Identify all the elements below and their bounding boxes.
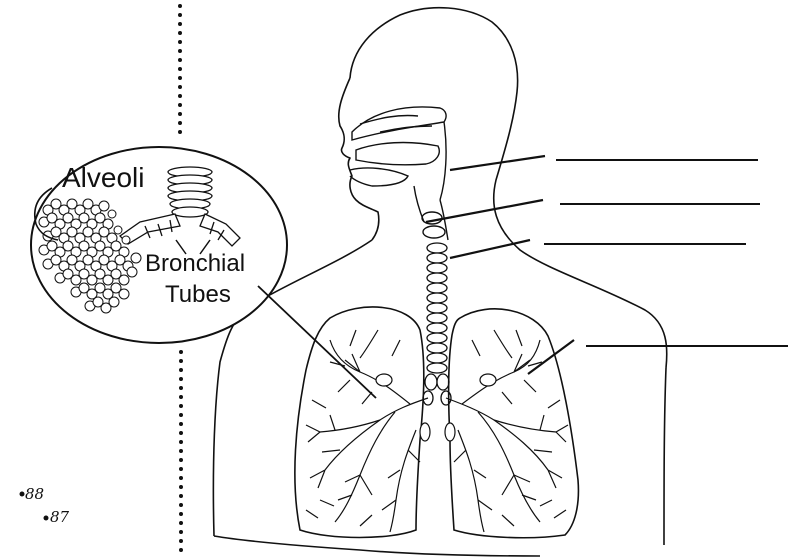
answer-blanks — [544, 160, 788, 346]
inset-to-lung-pointer — [258, 286, 376, 398]
leader-line-2 — [426, 200, 543, 222]
leader-lines — [426, 156, 574, 374]
alveoli-label: Alveoli — [62, 162, 144, 194]
larynx — [414, 186, 448, 240]
bronchial-label-line2: Tubes — [165, 281, 231, 309]
margin-number-87: 87 — [50, 508, 69, 526]
trachea — [423, 243, 451, 405]
dotted-divider-bottom — [179, 350, 183, 552]
right-lung — [449, 309, 579, 538]
dotted-divider-top — [178, 4, 182, 134]
leader-line-1 — [450, 156, 545, 170]
bronchial-label-line1: Bronchial — [145, 250, 245, 278]
nasal-cavity — [350, 107, 446, 200]
right-bronchial-tree — [446, 330, 568, 532]
margin-dot-1 — [20, 492, 25, 497]
inset-trachea — [168, 167, 212, 217]
margin-dot-2 — [44, 516, 49, 521]
left-lung — [295, 307, 424, 538]
left-bronchial-tree — [306, 330, 428, 532]
margin-number-88: 88 — [25, 485, 44, 503]
